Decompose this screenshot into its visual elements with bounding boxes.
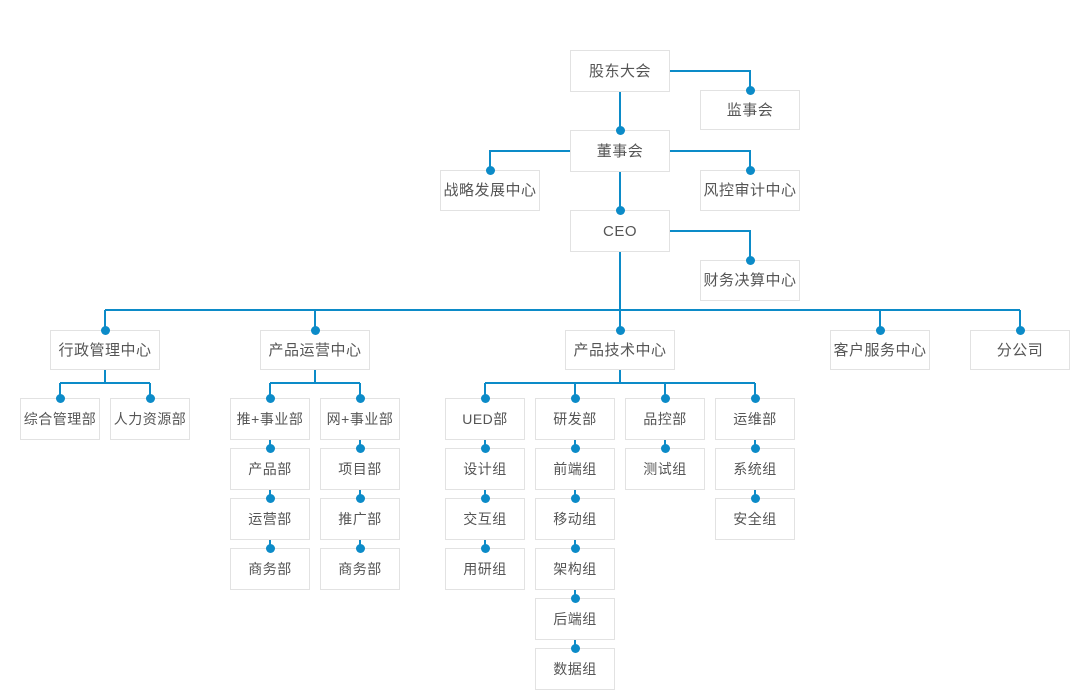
node-finance-settlement-center[interactable]: 财务决算中心 xyxy=(700,260,800,301)
node-architecture-group[interactable]: 架构组 xyxy=(535,548,615,590)
connector-dot xyxy=(265,543,275,553)
connector-dot xyxy=(745,165,755,175)
node-risk-control-audit-center[interactable]: 风控审计中心 xyxy=(700,170,800,211)
node-security-group[interactable]: 安全组 xyxy=(715,498,795,540)
connector-dot xyxy=(615,125,625,135)
connector-dot xyxy=(570,543,580,553)
connector-dot xyxy=(615,325,625,335)
node-ued-dept[interactable]: UED部 xyxy=(445,398,525,440)
node-project-dept[interactable]: 项目部 xyxy=(320,448,400,490)
connector-dot xyxy=(570,393,580,403)
connector-dot xyxy=(570,643,580,653)
node-branch-company[interactable]: 分公司 xyxy=(970,330,1070,370)
connector-dot xyxy=(1015,325,1025,335)
node-operation-dept[interactable]: 运营部 xyxy=(230,498,310,540)
connector-dot xyxy=(145,393,155,403)
connector-dot xyxy=(355,543,365,553)
node-mobile-group[interactable]: 移动组 xyxy=(535,498,615,540)
connector-dot xyxy=(750,443,760,453)
node-ceo[interactable]: CEO xyxy=(570,210,670,252)
node-human-resources-dept[interactable]: 人力资源部 xyxy=(110,398,190,440)
node-system-group[interactable]: 系统组 xyxy=(715,448,795,490)
node-design-group[interactable]: 设计组 xyxy=(445,448,525,490)
connector-dot xyxy=(750,493,760,503)
connector-dot xyxy=(660,393,670,403)
node-wang-plus-business-unit[interactable]: 网+事业部 xyxy=(320,398,400,440)
connector-dot xyxy=(355,443,365,453)
connector-dot xyxy=(745,255,755,265)
connector-dot xyxy=(355,393,365,403)
connector-dot xyxy=(310,325,320,335)
node-supervisory-board[interactable]: 监事会 xyxy=(700,90,800,130)
node-business-dept-tui[interactable]: 商务部 xyxy=(230,548,310,590)
node-frontend-group[interactable]: 前端组 xyxy=(535,448,615,490)
connector-dot xyxy=(355,493,365,503)
connector-dot xyxy=(750,393,760,403)
node-general-management-dept[interactable]: 综合管理部 xyxy=(20,398,100,440)
node-shareholders-meeting[interactable]: 股东大会 xyxy=(570,50,670,92)
node-quality-control-dept[interactable]: 品控部 xyxy=(625,398,705,440)
connector-dot xyxy=(660,443,670,453)
node-product-operation-center[interactable]: 产品运营中心 xyxy=(260,330,370,370)
connector-dot xyxy=(480,493,490,503)
node-administration-management-center[interactable]: 行政管理中心 xyxy=(50,330,160,370)
node-business-dept-wang[interactable]: 商务部 xyxy=(320,548,400,590)
connector-dot xyxy=(570,493,580,503)
connector-dot xyxy=(875,325,885,335)
node-data-group[interactable]: 数据组 xyxy=(535,648,615,690)
node-user-research-group[interactable]: 用研组 xyxy=(445,548,525,590)
connector-dot xyxy=(570,593,580,603)
connector-dot xyxy=(480,393,490,403)
connector-dot xyxy=(265,443,275,453)
node-test-group[interactable]: 测试组 xyxy=(625,448,705,490)
connector-dot xyxy=(480,543,490,553)
node-customer-service-center[interactable]: 客户服务中心 xyxy=(830,330,930,370)
node-promotion-dept[interactable]: 推广部 xyxy=(320,498,400,540)
node-interaction-group[interactable]: 交互组 xyxy=(445,498,525,540)
connector-dot xyxy=(100,325,110,335)
connector-dot xyxy=(485,165,495,175)
node-backend-group[interactable]: 后端组 xyxy=(535,598,615,640)
connector-dot xyxy=(615,205,625,215)
connector-dot xyxy=(570,443,580,453)
node-tui-plus-business-unit[interactable]: 推+事业部 xyxy=(230,398,310,440)
node-product-technology-center[interactable]: 产品技术中心 xyxy=(565,330,675,370)
connector-dot xyxy=(265,393,275,403)
connector-dot xyxy=(265,493,275,503)
node-strategy-development-center[interactable]: 战略发展中心 xyxy=(440,170,540,211)
connector-dot xyxy=(745,85,755,95)
node-board-of-directors[interactable]: 董事会 xyxy=(570,130,670,172)
node-product-dept[interactable]: 产品部 xyxy=(230,448,310,490)
node-research-development-dept[interactable]: 研发部 xyxy=(535,398,615,440)
connector-dot xyxy=(480,443,490,453)
node-operations-maintenance-dept[interactable]: 运维部 xyxy=(715,398,795,440)
connector-dot xyxy=(55,393,65,403)
